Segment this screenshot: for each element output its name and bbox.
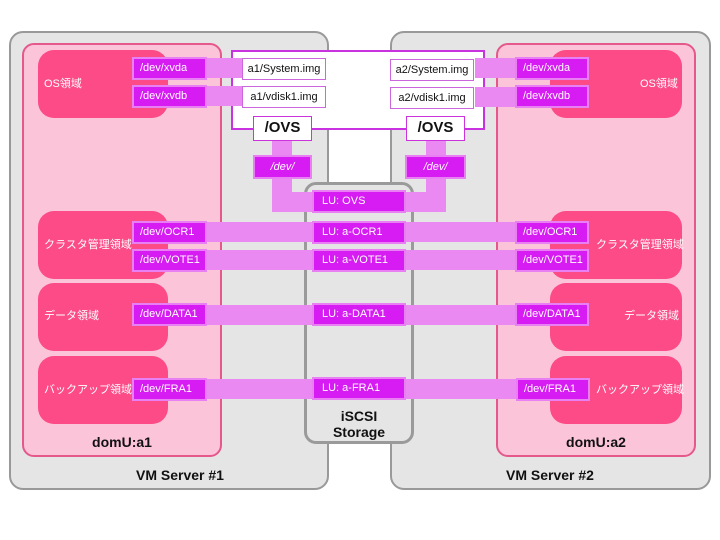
- device-vote-a1: /dev/VOTE1: [132, 249, 207, 272]
- server-label-1: VM Server #1: [136, 467, 224, 483]
- device-fra-a2: /dev/FRA1: [516, 378, 590, 401]
- connector-xvdb-a1: [205, 86, 245, 106]
- device-data-a2: /dev/DATA1: [515, 303, 589, 326]
- dev-box-a1: /dev/: [253, 155, 312, 179]
- os-area-label-a1: OS領域: [44, 78, 82, 90]
- connector-xvdb-a2: [475, 87, 517, 107]
- device-xvda-a2: /dev/xvda: [515, 57, 589, 80]
- lu-data: LU: a-DATA1: [312, 303, 406, 326]
- lu-vote: LU: a-VOTE1: [312, 249, 406, 272]
- storage-label-line2: Storage: [332, 424, 386, 440]
- device-ocr-a1: /dev/OCR1: [132, 221, 207, 244]
- ovs-label-a2: /OVS: [406, 116, 465, 141]
- device-xvdb-a2: /dev/xvdb: [515, 85, 589, 108]
- image-a2-system: a2/System.img: [390, 59, 474, 81]
- device-xvda-a1: /dev/xvda: [132, 57, 207, 80]
- data-area-label-a2: データ領域: [624, 310, 679, 322]
- cluster-area-label-a2: クラスタ管理領域: [596, 239, 684, 251]
- dev-box-a2: /dev/: [405, 155, 466, 179]
- image-a2-vdisk1: a2/vdisk1.img: [390, 87, 474, 109]
- device-fra-a1: /dev/FRA1: [132, 378, 207, 401]
- storage-label-line1: iSCSI: [340, 408, 378, 424]
- backup-area-label-a1: バックアップ領域: [44, 384, 132, 396]
- lu-ovs: LU: OVS: [312, 190, 406, 213]
- image-a1-vdisk1: a1/vdisk1.img: [242, 86, 326, 108]
- image-a1-system: a1/System.img: [242, 58, 326, 80]
- device-ocr-a2: /dev/OCR1: [515, 221, 589, 244]
- domu-label-a2: domU:a2: [566, 434, 626, 450]
- server-label-2: VM Server #2: [506, 467, 594, 483]
- device-data-a1: /dev/DATA1: [132, 303, 207, 326]
- ovs-label-a1: /OVS: [253, 116, 312, 141]
- backup-area-label-a2: バックアップ領域: [596, 384, 684, 396]
- os-area-label-a2: OS領域: [640, 78, 678, 90]
- lu-ocr: LU: a-OCR1: [312, 221, 406, 244]
- cluster-area-label-a1: クラスタ管理領域: [44, 239, 132, 251]
- connector-xvda-a2: [475, 58, 517, 78]
- lu-fra: LU: a-FRA1: [312, 377, 406, 400]
- connector-xvda-a1: [205, 58, 245, 78]
- storage-label: iSCSI Storage: [304, 408, 414, 440]
- data-area-label-a1: データ領域: [44, 310, 99, 322]
- device-vote-a2: /dev/VOTE1: [515, 249, 589, 272]
- device-xvdb-a1: /dev/xvdb: [132, 85, 207, 108]
- domu-label-a1: domU:a1: [92, 434, 152, 450]
